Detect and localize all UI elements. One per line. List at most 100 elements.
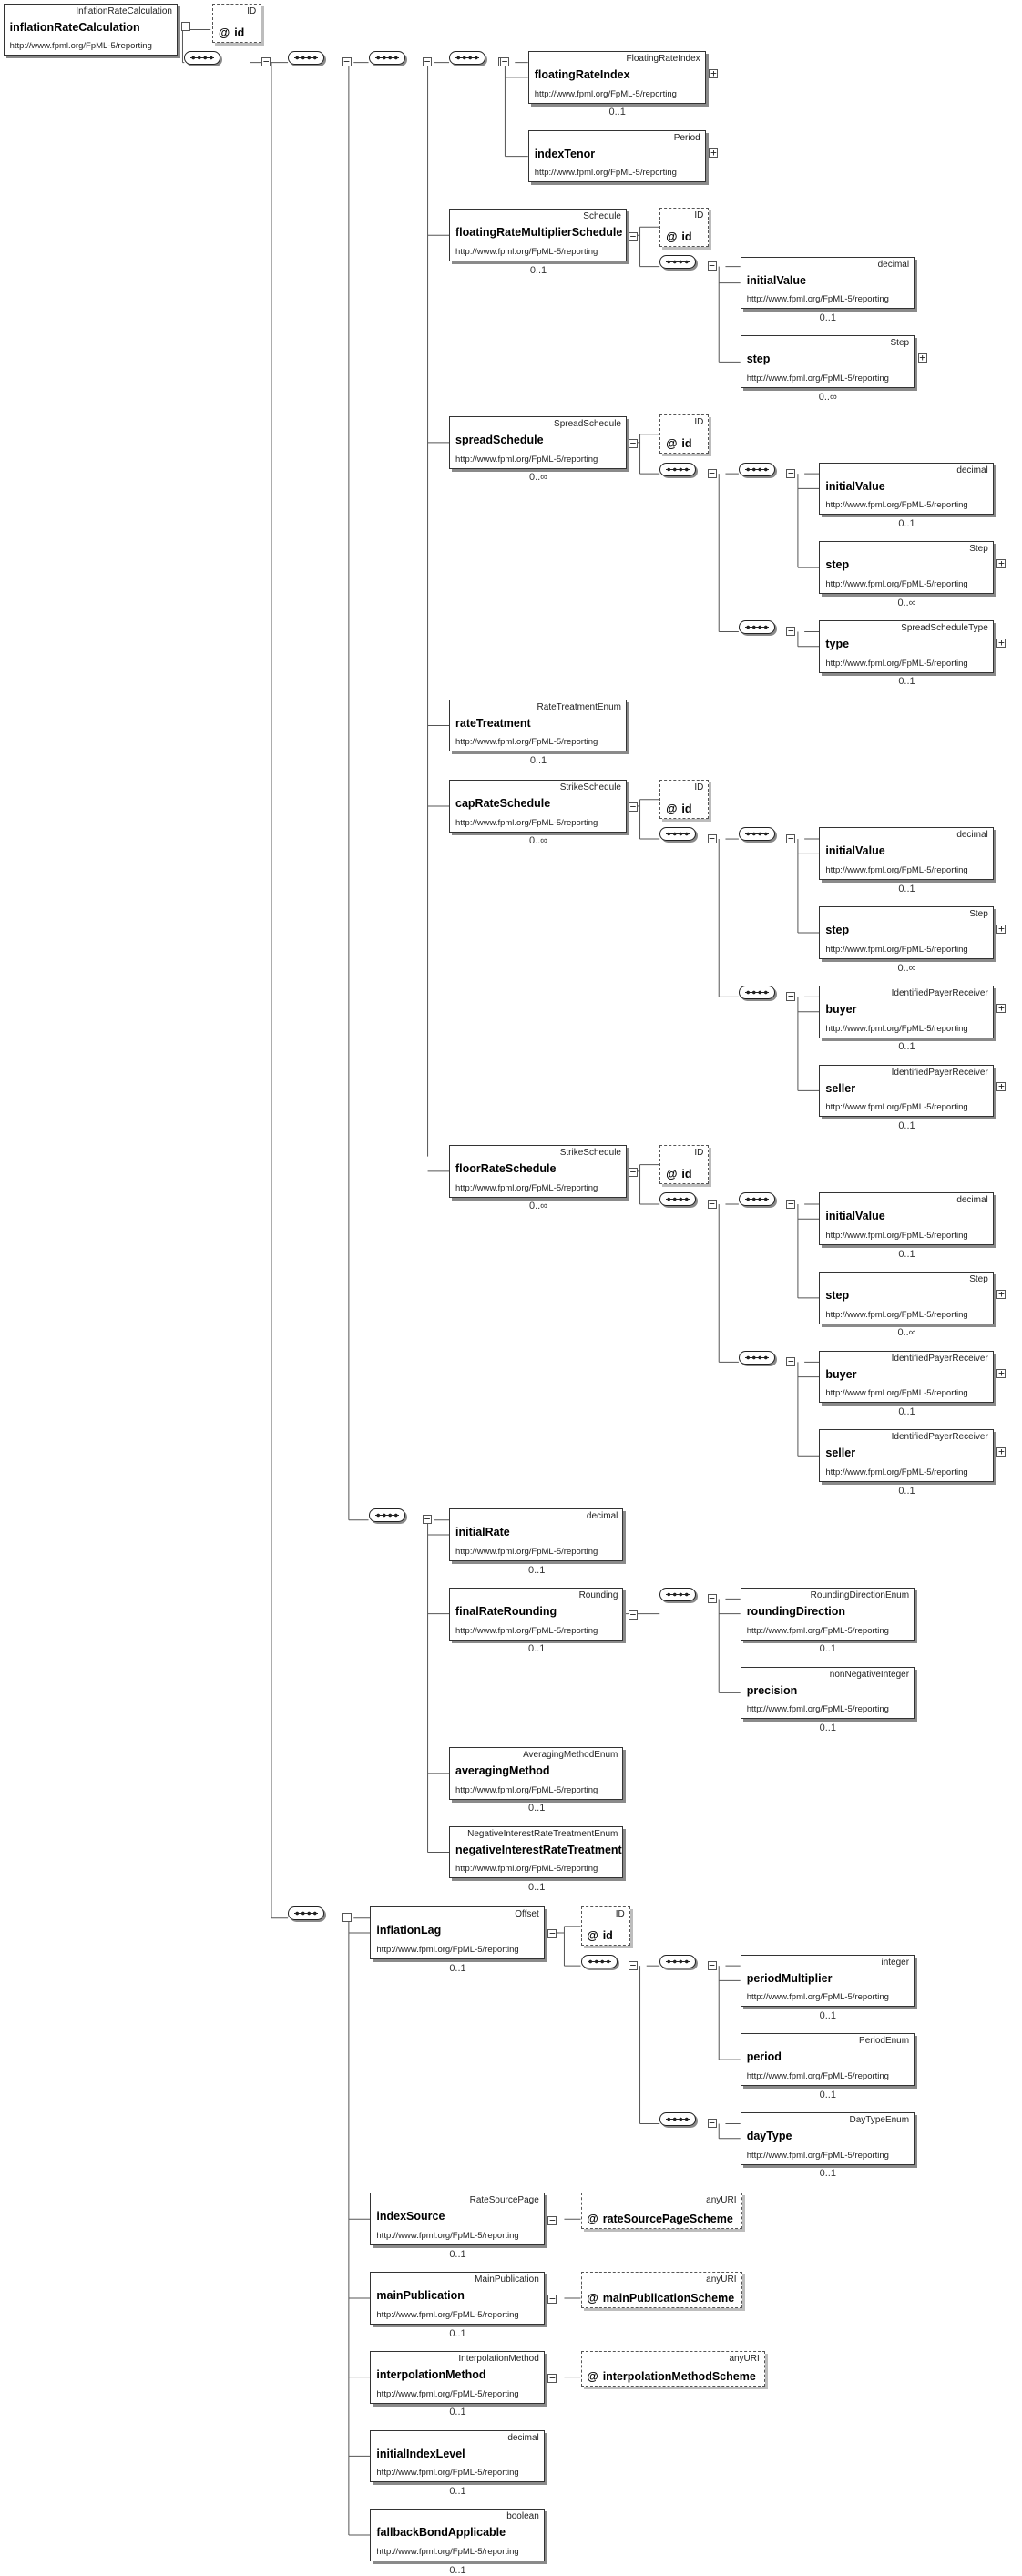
collapse-toggle-icon[interactable]: − [628,437,638,450]
expand-toggle-icon[interactable]: + [996,923,1007,935]
collapse-toggle-icon[interactable]: − [547,2293,557,2305]
collapse-toggle-icon[interactable]: − [786,625,796,638]
attribute-box-a_spread[interactable]: ID@id [659,414,710,455]
collapse-toggle-icon[interactable]: − [423,56,433,68]
collapse-toggle-icon[interactable]: − [707,2117,717,2130]
element-type: Step [890,338,910,349]
expand-toggle-icon[interactable]: + [996,1366,1007,1379]
collapse-toggle-icon[interactable]: − [342,1911,352,1924]
cardinality-label: 0..∞ [897,597,916,608]
collapse-toggle-icon[interactable]: − [180,19,190,32]
attribute-box-a_root[interactable]: ID@id [212,3,262,43]
expand-toggle-icon[interactable]: + [996,1001,1007,1014]
collapse-toggle-icon[interactable]: − [547,2213,557,2226]
collapse-toggle-icon[interactable]: − [707,1197,717,1210]
collapse-toggle-icon[interactable]: − [786,1355,796,1367]
collapse-toggle-icon[interactable]: − [786,1197,796,1210]
element-namespace: http://www.fpml.org/FpML-5/reporting [455,1182,598,1193]
expand-toggle-icon[interactable]: + [917,352,927,364]
seq-floor-sequence-icon [659,1192,697,1207]
attribute-box-a_floor[interactable]: ID@id [659,1145,710,1185]
collapse-toggle-icon[interactable]: − [628,1958,638,1971]
expand-toggle-icon[interactable]: + [996,1080,1007,1093]
element-namespace: http://www.fpml.org/FpML-5/reporting [825,865,968,876]
collapse-toggle-icon[interactable]: − [786,832,796,844]
attribute-name-text: interpolationMethodScheme [602,2370,756,2384]
element-namespace: http://www.fpml.org/FpML-5/reporting [746,1704,889,1715]
collapse-toggle-icon[interactable]: − [261,56,271,68]
collapse-toggle-icon[interactable]: − [547,1927,557,1940]
collapse-toggle-icon[interactable]: − [707,1958,717,1971]
expand-toggle-icon[interactable]: + [709,66,719,79]
collapse-toggle-icon[interactable]: − [547,2372,557,2385]
collapse-toggle-icon[interactable]: − [707,466,717,479]
expand-toggle-icon[interactable]: + [996,557,1007,569]
collapse-toggle-icon[interactable]: − [628,230,638,242]
collapse-toggle-icon[interactable]: − [786,990,796,1002]
collapse-toggle-icon[interactable]: − [628,1609,638,1621]
attribute-box-a_ims[interactable]: anyURI@interpolationMethodScheme [580,2350,765,2387]
collapse-toggle-icon[interactable]: − [500,56,509,68]
collapse-toggle-icon[interactable]: − [786,466,796,479]
element-type: RateSourcePage [469,2195,539,2206]
attribute-box-a_lag[interactable]: ID@id [580,1906,630,1947]
collapse-toggle-icon[interactable]: − [423,1513,433,1526]
collapse-toggle-icon[interactable]: − [628,801,638,813]
expand-toggle-icon[interactable]: + [996,1287,1007,1300]
collapse-toggle-icon[interactable]: − [707,832,717,844]
attribute-box-a_cap[interactable]: ID@id [659,780,710,820]
collapse-toggle-icon[interactable]: − [707,260,717,272]
cardinality-label: 0..∞ [528,1201,548,1212]
attribute-box-a_rsps[interactable]: anyURI@rateSourcePageScheme [580,2193,742,2230]
element-type: Offset [515,1909,539,1920]
cardinality-label: 0..1 [898,1485,915,1497]
element-type: decimal [507,2432,539,2443]
expand-toggle-icon[interactable]: + [996,636,1007,649]
collapse-toggle-icon[interactable]: − [628,1166,638,1179]
expand-toggle-icon[interactable]: + [996,1446,1007,1458]
collapse-toggle-icon[interactable]: − [342,56,352,68]
element-namespace: http://www.fpml.org/FpML-5/reporting [825,1231,968,1242]
attribute-box-a_mps[interactable]: anyURI@mainPublicationScheme [580,2272,742,2308]
attribute-box-a_frms[interactable]: ID@id [659,207,710,247]
collapse-toggle-icon[interactable]: − [707,1592,717,1604]
element-name: initialValue [825,844,885,858]
expand-toggle-icon[interactable]: + [709,146,719,158]
